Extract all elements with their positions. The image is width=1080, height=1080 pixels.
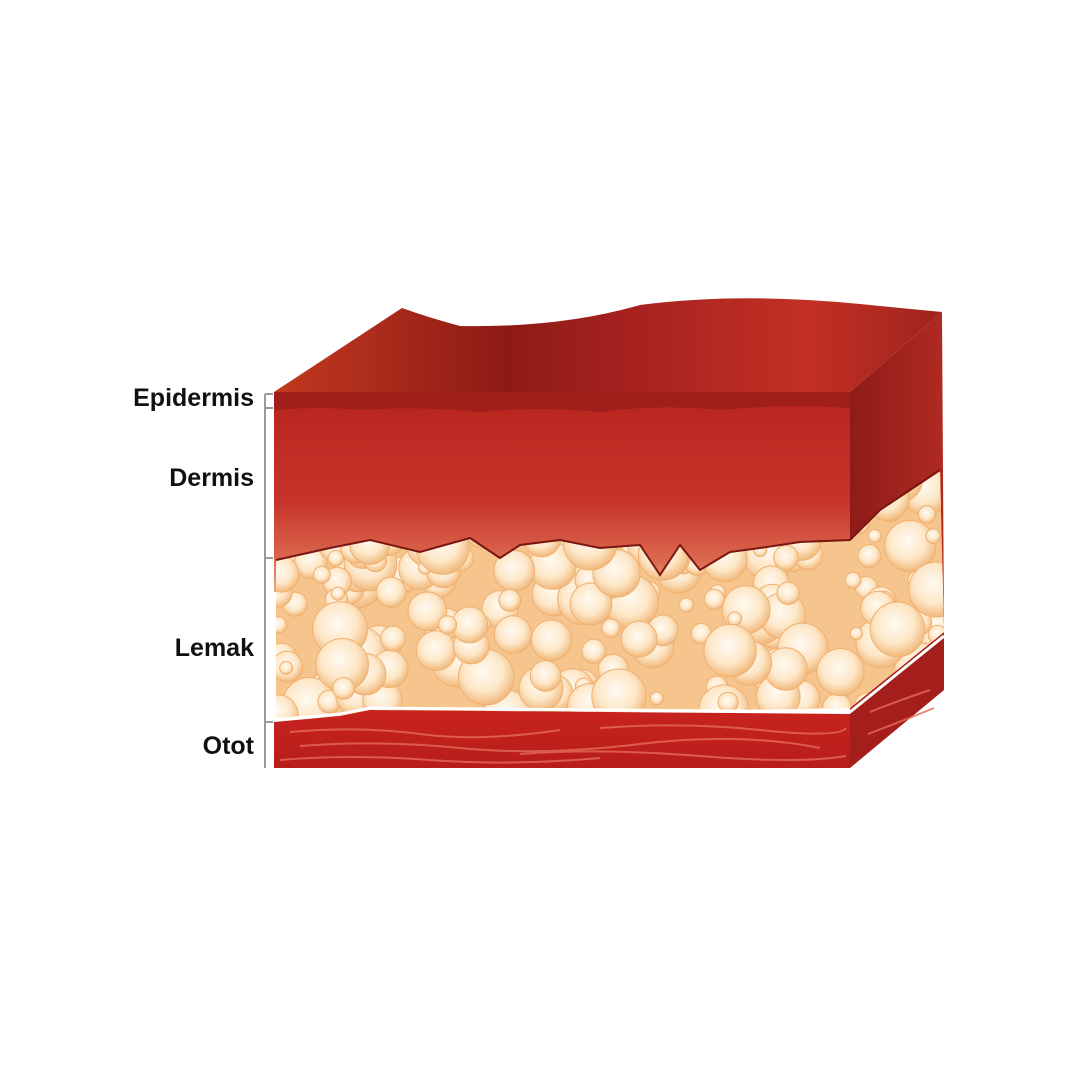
muscle-fibers	[279, 689, 935, 764]
muscle-right-side	[850, 632, 944, 768]
fat-cell	[493, 615, 533, 654]
fat-cell	[703, 588, 725, 610]
label-dermis: Dermis	[169, 464, 254, 492]
fat-cell	[917, 505, 937, 524]
fat-cell	[867, 529, 882, 544]
fat-cell	[776, 581, 801, 606]
fat-cell	[849, 626, 863, 641]
fat-cell	[415, 630, 457, 671]
fat-cell	[727, 611, 743, 627]
fat-cell	[816, 648, 865, 697]
fat-cell	[884, 520, 936, 572]
fat-cell	[620, 620, 658, 658]
fat-cell	[312, 565, 331, 584]
muscle-layer	[274, 710, 850, 768]
fat-cell	[908, 561, 944, 618]
fat-cell	[279, 660, 294, 675]
label-muscle: Otot	[202, 732, 254, 760]
fat-cell	[857, 544, 882, 569]
fat-cell	[773, 544, 799, 571]
fat-cell	[844, 571, 862, 589]
fat-cell	[437, 615, 458, 635]
fat-cell	[530, 619, 573, 661]
fat-cell	[407, 591, 448, 632]
fat-cell	[869, 601, 926, 658]
fat-muscle-boundary	[273, 634, 945, 722]
fat-cell	[925, 528, 941, 545]
fat-cell	[717, 691, 739, 713]
epidermis-layer	[274, 392, 850, 412]
fat-cell	[330, 586, 345, 601]
fat-cell	[569, 582, 613, 626]
fat-dermis-boundary	[275, 469, 941, 577]
fat-cell	[529, 660, 562, 692]
fat-cell	[498, 589, 522, 612]
layer-bracket	[264, 393, 273, 768]
fat-cell	[375, 576, 407, 608]
fat-cell	[601, 618, 621, 638]
fat-cell	[380, 625, 407, 652]
fat-cell	[276, 555, 300, 593]
label-epidermis: Epidermis	[133, 384, 254, 412]
fat-cell	[276, 616, 288, 634]
fat-cell	[327, 549, 345, 567]
label-fat: Lemak	[174, 634, 254, 662]
fat-cell	[581, 638, 607, 664]
fat-cell	[703, 623, 757, 678]
skin-top-surface	[274, 298, 942, 392]
fat-cell	[276, 694, 299, 718]
fat-cell	[678, 597, 694, 613]
fat-cell	[649, 691, 664, 706]
fat-cell	[332, 677, 356, 700]
